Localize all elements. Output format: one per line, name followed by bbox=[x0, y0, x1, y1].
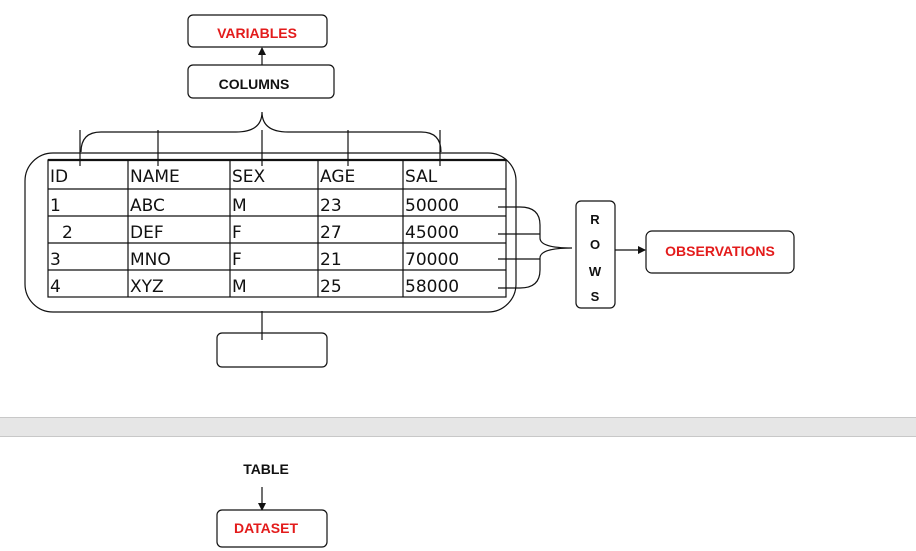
rows-letter-s: S bbox=[591, 289, 600, 304]
table-cell: 50000 bbox=[405, 196, 459, 216]
table-cell: 1 bbox=[50, 196, 61, 216]
rows-letter-r: R bbox=[590, 212, 600, 227]
table-cell: DEF bbox=[130, 223, 164, 243]
table-cell: F bbox=[232, 250, 242, 270]
table-cell: 2 bbox=[62, 223, 73, 243]
table-header-cell: ID bbox=[50, 167, 68, 187]
table-header-cell: NAME bbox=[130, 167, 180, 187]
variables-label: VARIABLES bbox=[217, 25, 297, 41]
divider-band bbox=[0, 417, 916, 437]
table-cell: 21 bbox=[320, 250, 342, 270]
dataset-node: DATASET bbox=[216, 509, 328, 548]
variables-node: VARIABLES bbox=[187, 14, 328, 48]
dataset-label: DATASET bbox=[234, 520, 298, 536]
table-cell: 4 bbox=[50, 277, 61, 297]
rows-letter-w: W bbox=[589, 264, 602, 279]
table-header-cell: SAL bbox=[405, 167, 438, 187]
table-cell: ABC bbox=[130, 196, 165, 216]
observations-node: OBSERVATIONS bbox=[645, 230, 795, 274]
table-cell: F bbox=[232, 223, 242, 243]
table-cell: M bbox=[232, 277, 247, 297]
data-table: ID NAME SEX AGE SAL 1 ABC M 23 50000 2 DEF F 27 45000 3… bbox=[47, 158, 507, 298]
table-cell: M bbox=[232, 196, 247, 216]
observations-label: OBSERVATIONS bbox=[665, 243, 775, 259]
table-container bbox=[24, 152, 517, 313]
table-cell: 23 bbox=[320, 196, 342, 216]
table-cell: 25 bbox=[320, 277, 342, 297]
table-cell: 27 bbox=[320, 223, 342, 243]
table-cell: MNO bbox=[130, 250, 171, 270]
table-cell: 45000 bbox=[405, 223, 459, 243]
table-cell: 58000 bbox=[405, 277, 459, 297]
columns-node: COLUMNS bbox=[187, 64, 335, 99]
table-header-cell: SEX bbox=[232, 167, 266, 187]
columns-brace bbox=[80, 111, 442, 153]
table-cell: 3 bbox=[50, 250, 61, 270]
rows-node: R O W S bbox=[575, 200, 616, 309]
table-cell: 70000 bbox=[405, 250, 459, 270]
rows-letter-o: O bbox=[590, 237, 600, 252]
table-label: TABLE bbox=[243, 461, 289, 477]
table-header-cell: AGE bbox=[320, 167, 355, 187]
columns-label: COLUMNS bbox=[219, 76, 290, 92]
empty-node bbox=[216, 332, 328, 368]
table-cell: XYZ bbox=[130, 277, 164, 297]
row-connectors bbox=[498, 206, 573, 289]
